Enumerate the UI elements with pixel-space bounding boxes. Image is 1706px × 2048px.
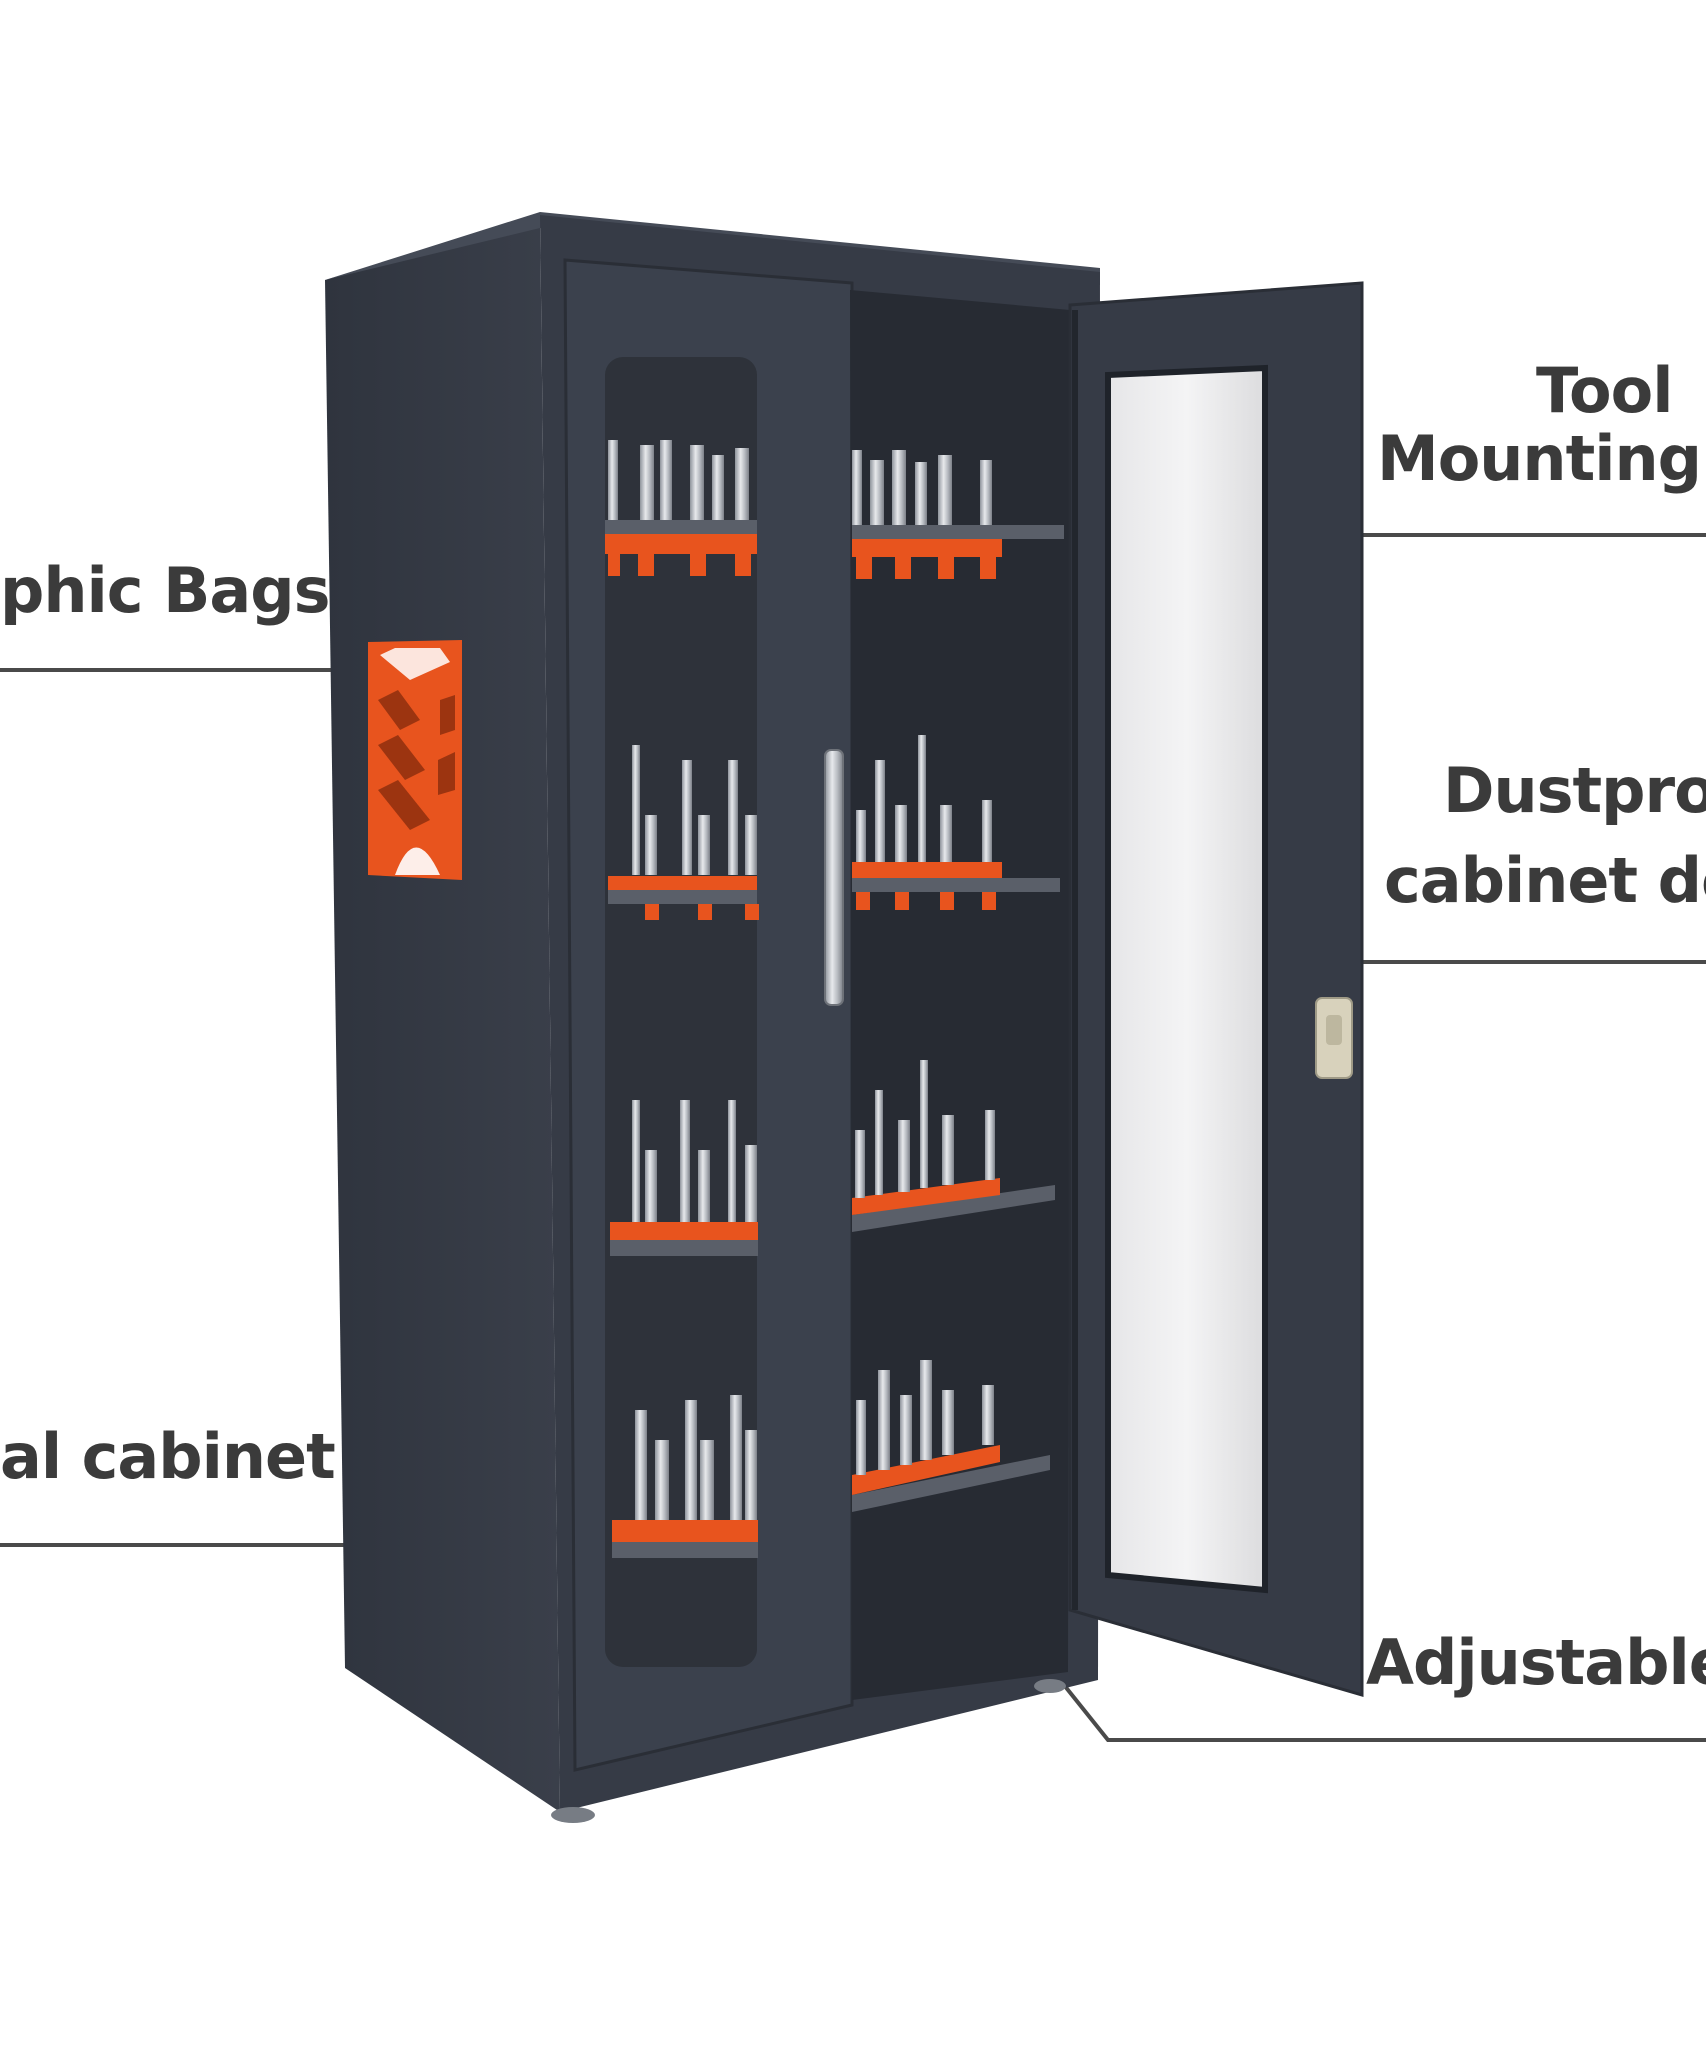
right-shelves	[852, 525, 1064, 1512]
graphic-bag-holder	[368, 640, 462, 880]
cabinet-top	[325, 212, 1100, 285]
leader-adjustable	[1058, 1678, 1706, 1742]
cabinet-foot-right	[1034, 1679, 1066, 1693]
callout-adjustable: Adjustable f	[1366, 1626, 1706, 1699]
callout-tool-line2: Mounting S	[1377, 422, 1706, 495]
open-door-glass	[1105, 364, 1268, 1594]
cabinet-foot-left	[551, 1807, 595, 1823]
cabinet-interior	[850, 290, 1070, 1700]
callout-graphic-bags: phic Bags	[0, 554, 330, 627]
holder-bases	[608, 554, 996, 920]
left-door-glass	[605, 357, 757, 1667]
left-shelves	[605, 520, 758, 1558]
tool-holders	[608, 440, 995, 1520]
callout-metal-cabinet: al cabinet	[0, 1420, 336, 1493]
cabinet-side-panel	[325, 218, 560, 1812]
callout-dustproof-line1: Dustpro	[1443, 754, 1706, 827]
callout-dustproof-line2: cabinet do	[1384, 844, 1706, 917]
callout-tool-line1: Tool	[1536, 354, 1673, 427]
door-handle	[824, 749, 844, 1006]
